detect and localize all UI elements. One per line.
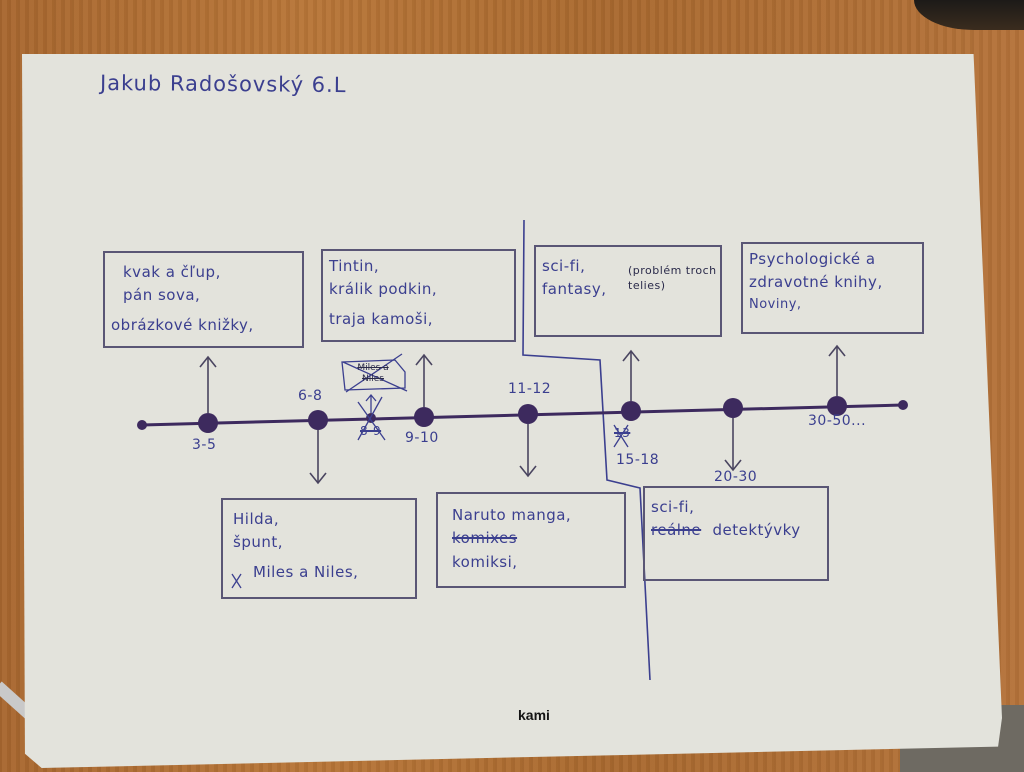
box-line: komiksi,	[452, 552, 518, 571]
divider-line	[522, 219, 651, 681]
arrow-up-9-10	[415, 353, 433, 407]
box-line: traja kamoši,	[329, 309, 434, 328]
box-word-struck: reálne	[651, 521, 702, 540]
age-label-20-30: 20-30	[714, 469, 758, 485]
box-age-30-50: Psychologické a zdravotné knihy, Noviny,	[741, 242, 924, 334]
box-line: detektývky	[712, 521, 801, 540]
arrow-up-3-5	[199, 355, 217, 413]
box-line: králik podkin,	[329, 280, 438, 299]
point-30-50	[827, 396, 847, 416]
box-line: zdravotné knihy,	[749, 273, 883, 292]
arrow-down-20-30	[724, 418, 742, 472]
point-3-5	[198, 413, 218, 433]
box-line: sci-fi,	[651, 498, 695, 516]
age-label-9-10: 9-10	[405, 430, 439, 446]
box-line: kvak a čľup,	[123, 263, 221, 281]
box-line: Hilda,	[233, 510, 280, 528]
point-6-8	[308, 410, 328, 430]
box-age-20-30: sci-fi, reálne detektývky	[643, 486, 829, 581]
box-line: Naruto manga,	[452, 506, 572, 524]
box-line: špunt,	[233, 533, 283, 552]
box-age-9-10: Tintin, králik podkin, traja kamoši,	[321, 249, 516, 342]
box-line-struck: komixes	[452, 529, 518, 548]
box-line: fantasy,	[542, 280, 607, 299]
crossed-out-marks	[231, 353, 629, 589]
age-label-8-9-crossed: 8-9	[360, 424, 382, 438]
arrow-down-6-8	[309, 430, 327, 485]
point-11-12	[518, 404, 538, 424]
arrow-down-11-12	[519, 424, 537, 478]
point-9-10	[414, 407, 434, 427]
box-line: Miles a Niles,	[253, 562, 359, 581]
box-line: Tintin,	[329, 257, 380, 275]
arrow-up-30-50	[828, 344, 846, 396]
point-15-18	[621, 401, 641, 421]
age-label-3-5: 3-5	[192, 437, 217, 453]
timeline-end-dot	[898, 400, 908, 410]
crossed-note: Miles a Niles	[357, 363, 389, 384]
timeline-start-dot	[137, 420, 147, 430]
box-age-11-12: Naruto manga, komixes komiksi,	[436, 492, 626, 588]
box-age-6-8: Hilda, špunt, Miles a Niles,	[221, 498, 417, 599]
box-age-3-5: kvak a čľup, pán sova, obrázkové knižky,	[103, 251, 304, 348]
box-line: sci-fi,	[542, 257, 586, 275]
box-line: Noviny,	[749, 296, 802, 312]
box-age-15-18: sci-fi, fantasy, (problém troch telies)	[534, 245, 722, 337]
kami-logo: kami	[518, 707, 550, 723]
age-label-6-8: 6-8	[298, 388, 323, 404]
age-label-11-12: 11-12	[508, 381, 552, 397]
age-label-15-18: 15-18	[616, 452, 660, 468]
box-note: (problém troch telies)	[628, 264, 717, 293]
arrow-up-15-18	[622, 349, 640, 401]
age-label-13-crossed: 13	[614, 426, 631, 440]
box-line: obrázkové knižky,	[111, 315, 254, 334]
point-20-30	[723, 398, 743, 418]
age-label-30-50: 30-50...	[808, 413, 867, 429]
box-line: pán sova,	[123, 286, 201, 305]
box-line: Psychologické a	[749, 250, 876, 268]
